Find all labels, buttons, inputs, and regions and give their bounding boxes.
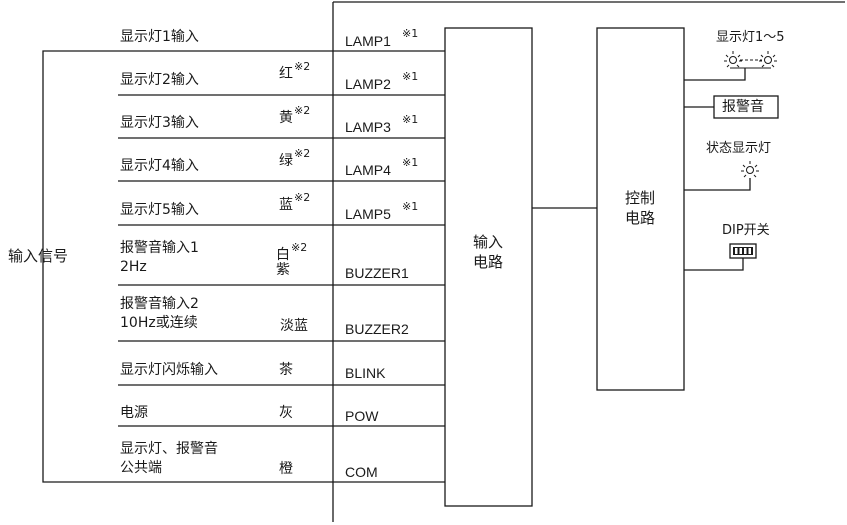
pin-note: ※1 — [402, 70, 419, 83]
status-lamp-icon — [741, 161, 759, 178]
row-name-line2: 2Hz — [120, 259, 147, 275]
wire-color: 灰 — [279, 405, 293, 421]
row-name: 显示灯4输入 — [120, 158, 199, 174]
wire-color: 绿 — [279, 153, 293, 169]
pin-label: LAMP4 — [345, 162, 391, 178]
lamps-output-line — [684, 68, 746, 81]
control-circuit-line2: 电路 — [624, 209, 655, 227]
pin-label: BLINK — [345, 365, 386, 381]
color-note: ※2 — [294, 147, 311, 160]
wire-color-top: 白 — [276, 247, 290, 263]
wire-color: 蓝 — [279, 197, 293, 213]
input-signal-label: 输入信号 — [8, 247, 69, 265]
color-note: ※2 — [294, 191, 311, 204]
row-name-line1: 报警音输入2 — [120, 296, 199, 312]
pin-label: POW — [345, 408, 379, 424]
row-name-line1: 显示灯、报警音 — [120, 441, 218, 457]
color-note: ※2 — [294, 60, 311, 73]
input-signal-bracket — [42, 50, 118, 483]
status-lamp-output-line — [684, 178, 751, 191]
wire-color: 淡蓝 — [280, 318, 308, 334]
pin-label: BUZZER2 — [345, 321, 409, 337]
pin-label: COM — [345, 464, 378, 480]
wire-color: 茶 — [279, 362, 293, 378]
control-circuit-line1: 控制 — [624, 189, 655, 207]
lamp-icon-left — [724, 51, 742, 68]
input-circuit-box — [444, 27, 533, 507]
wire-color: 黄 — [279, 110, 293, 126]
row-name-line1: 报警音输入1 — [120, 240, 199, 256]
input-circuit-label: 输入 电路 — [463, 232, 513, 272]
wire-color: 橙 — [279, 461, 293, 477]
wire-color: 红 — [279, 66, 293, 82]
pin-label: LAMP1 — [345, 33, 391, 49]
control-circuit-label: 控制 电路 — [615, 188, 665, 228]
lamps-label: 显示灯1～5 — [716, 30, 785, 45]
wire-color: 紫 — [276, 262, 290, 278]
color-note: ※2 — [294, 104, 311, 117]
row-name: 显示灯5输入 — [120, 202, 199, 218]
status-lamp-label: 状态显示灯 — [706, 141, 772, 156]
input-circuit-line2: 电路 — [472, 253, 503, 271]
row-name: 显示灯3输入 — [120, 115, 199, 131]
dip-switch-label: DIP开关 — [722, 223, 770, 238]
dip-output-line — [684, 258, 744, 271]
input-circuit-line1: 输入 — [472, 233, 503, 251]
buzzer-box — [713, 95, 779, 119]
row-name: 显示灯1输入 — [120, 29, 199, 45]
row-name-line2: 10Hz或连续 — [120, 315, 198, 331]
pin-label: LAMP2 — [345, 76, 391, 92]
pin-note: ※1 — [402, 27, 419, 40]
pin-label: LAMP5 — [345, 206, 391, 222]
buzzer-label: 报警音 — [722, 99, 764, 115]
pin-note: ※1 — [402, 113, 419, 126]
pin-note: ※1 — [402, 156, 419, 169]
color-note: ※2 — [291, 241, 308, 254]
row-name: 显示灯2输入 — [120, 72, 199, 88]
row-name-line2: 公共端 — [120, 460, 162, 476]
lamp-icon-right — [759, 51, 777, 68]
row-name: 电源 — [120, 405, 148, 421]
dip-switch-icon — [729, 243, 757, 259]
control-circuit-box — [596, 27, 685, 391]
pin-label: LAMP3 — [345, 119, 391, 135]
row-name: 显示灯闪烁输入 — [120, 362, 218, 378]
pin-label: BUZZER1 — [345, 265, 409, 281]
pin-note: ※1 — [402, 200, 419, 213]
